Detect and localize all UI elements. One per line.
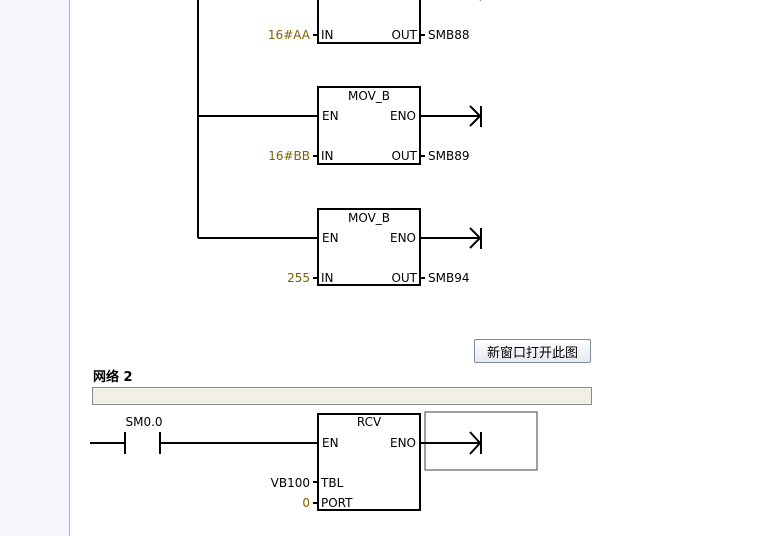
mov-b-2-eno-pin: ENO <box>390 109 416 123</box>
mov-b-3-out-value: SMB94 <box>428 271 469 285</box>
mov-b-3-out-pin: OUT <box>391 271 417 285</box>
mov-b-2-title: MOV_B <box>348 89 390 103</box>
mov-b-3-in-value: 255 <box>287 271 310 285</box>
mov-b-2-out-pin: OUT <box>391 149 417 163</box>
mov-b-3-in-pin: IN <box>321 271 334 285</box>
rcv-en-pin: EN <box>322 436 339 450</box>
mov-b-3-eno-pin: ENO <box>390 231 416 245</box>
mov-b-2-out-value: SMB89 <box>428 149 469 163</box>
mov-b-1-in-pin: IN <box>321 28 334 42</box>
mov-b-1-in-value: 16#AA <box>268 28 311 42</box>
mov-b-block-3[interactable]: MOV_B EN ENO 255 IN OUT SMB94 <box>198 208 482 286</box>
mov-b-2-in-pin: IN <box>321 149 334 163</box>
open-in-new-window-button[interactable]: 新窗口打开此图 <box>474 339 591 363</box>
network-2-title: 网络 2 <box>93 370 133 385</box>
mov-b-1-out-value: SMB88 <box>428 28 469 42</box>
left-margin-panel <box>0 0 70 536</box>
output-selection-box[interactable] <box>424 411 538 471</box>
mov-b-3-title: MOV_B <box>348 211 390 225</box>
rcv-tbl-pin: TBL <box>320 476 344 490</box>
rcv-eno-pin: ENO <box>390 436 416 450</box>
mov-b-2-in-value: 16#BB <box>268 149 310 163</box>
rcv-tbl-value: VB100 <box>271 476 310 490</box>
mov-b-2-en-pin: EN <box>322 109 339 123</box>
rcv-port-pin: PORT <box>321 496 353 510</box>
network-2-comment-bar[interactable] <box>92 387 592 405</box>
network-2-rung[interactable]: SM0.0 RCV EN ENO VB100 TBL 0 PORT <box>90 411 538 511</box>
mov-b-1-out-pin: OUT <box>391 28 417 42</box>
rcv-title: RCV <box>357 415 382 429</box>
mov-b-block-1[interactable]: 16#AA IN OUT SMB88 <box>268 0 481 44</box>
mov-b-3-en-pin: EN <box>322 231 339 245</box>
rcv-port-value: 0 <box>302 496 310 510</box>
contact-label: SM0.0 <box>125 415 162 429</box>
mov-b-block-2[interactable]: MOV_B EN ENO 16#BB IN OUT SMB89 <box>198 86 482 165</box>
